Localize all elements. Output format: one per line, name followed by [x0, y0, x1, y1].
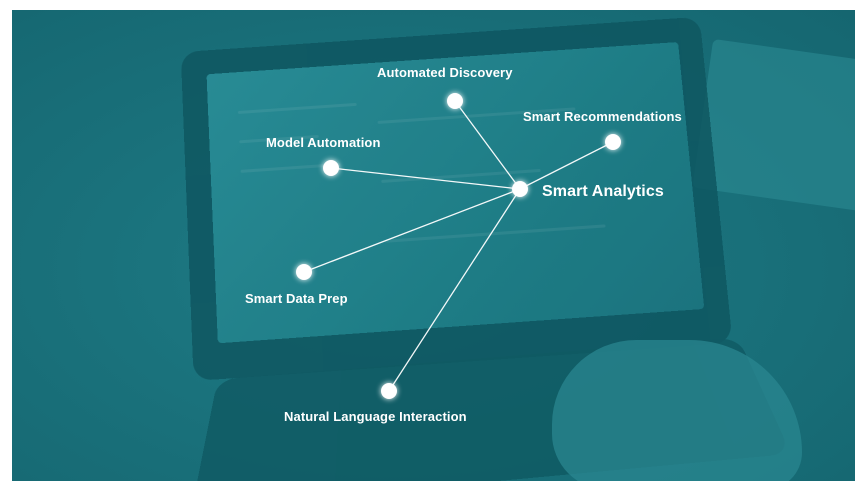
label-smart-analytics: Smart Analytics: [542, 183, 664, 200]
label-model-automation: Model Automation: [266, 135, 381, 150]
label-natural-language-interaction: Natural Language Interaction: [284, 409, 467, 424]
node-natural-language-interaction: [381, 383, 397, 399]
label-automated-discovery: Automated Discovery: [377, 65, 513, 80]
diagram-frame: Automated Discovery Smart Recommendation…: [12, 10, 855, 481]
edge-natural-language-interaction: [388, 188, 521, 392]
node-automated-discovery: [447, 93, 463, 109]
edge-model-automation: [330, 167, 521, 190]
label-smart-recommendations: Smart Recommendations: [523, 109, 682, 124]
edge-smart-data-prep: [303, 188, 521, 273]
label-smart-data-prep: Smart Data Prep: [245, 291, 348, 306]
node-model-automation: [323, 160, 339, 176]
network-diagram: [296, 93, 621, 399]
edge-smart-recommendations: [519, 141, 614, 190]
node-smart-data-prep: [296, 264, 312, 280]
edge-automated-discovery: [454, 100, 521, 190]
node-smart-recommendations: [605, 134, 621, 150]
node-smart-analytics: [512, 181, 528, 197]
